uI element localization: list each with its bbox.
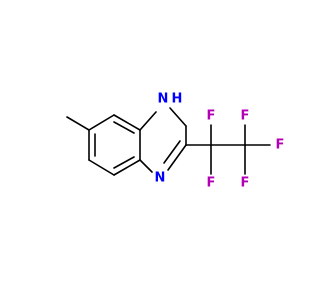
bond-c6-c7a-inner [113,121,135,134]
atom-n1-hydrogen-label: H [172,92,183,107]
atom-f-cf3-bottom-label: F [241,176,250,191]
bond-c3a-c4 [113,159,141,176]
bond-c2-n3 [167,144,187,171]
bond-c6-c7a [113,114,141,131]
atom-f-cf2-bottom-label: F [207,176,216,191]
bond-methyl [66,116,90,131]
canvas-background [0,0,300,300]
atom-f-cf3-right-label: F [276,138,285,153]
atom-f-cf2-top-label: F [207,109,216,124]
bond-c3a-c4-inner [113,156,135,169]
bond-c4-c5ring [88,159,115,176]
atom-n1-label: N [158,92,169,107]
bond-c5-c6 [88,114,115,131]
bond-n1-c2 [169,107,187,127]
bond-c7a-n1 [139,111,157,131]
bond-n3-c3a [139,159,153,173]
atom-n3-label: N [155,171,166,186]
atom-f-cf3-top-label: F [241,109,250,124]
atom-labels: N H N F F F F F [155,92,285,191]
bond-c2-n3-inner [163,140,181,164]
bonds [66,107,271,176]
molecule-diagram: N H N F F F F F [0,0,300,300]
